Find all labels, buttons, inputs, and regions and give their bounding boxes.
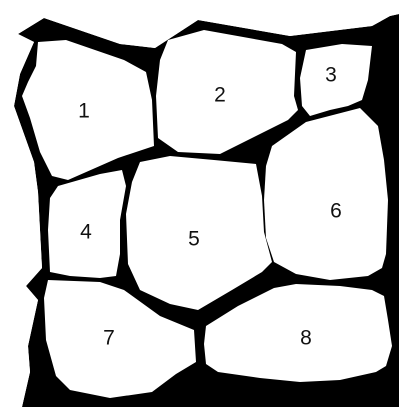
cell-1-label: 1	[78, 100, 90, 123]
cell-5-label: 5	[188, 228, 200, 251]
cell-4-label: 4	[80, 221, 92, 244]
cell-3-label: 3	[325, 64, 337, 87]
cell-7-label: 7	[103, 327, 115, 350]
cell-2-label: 2	[214, 84, 226, 107]
cell-8-label: 8	[300, 327, 312, 350]
cell-6-label: 6	[330, 200, 342, 223]
